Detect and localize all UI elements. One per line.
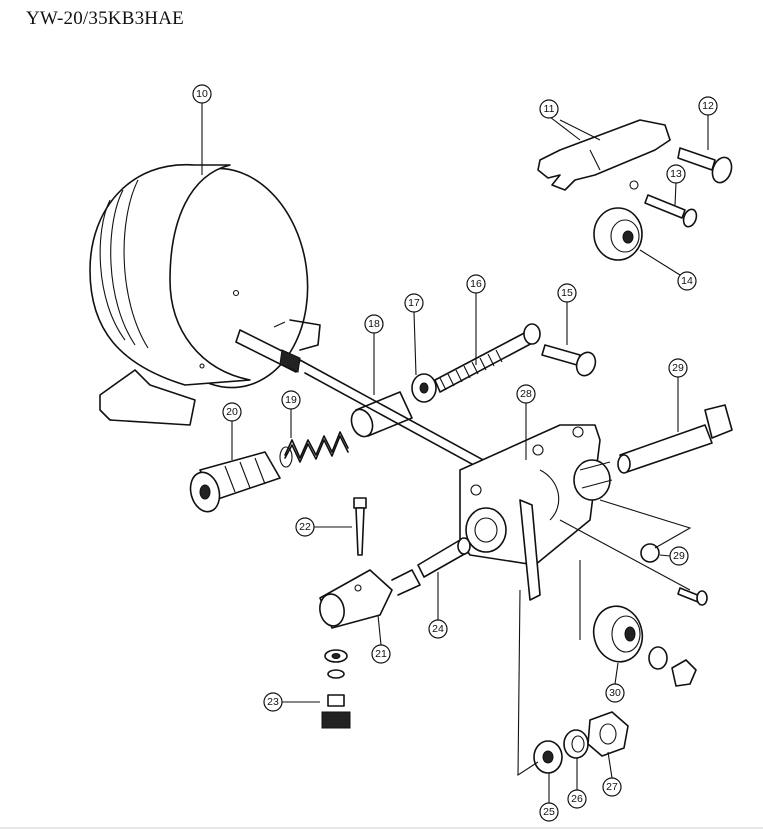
svg-text:21: 21 [375,648,387,660]
svg-text:12: 12 [702,100,714,112]
callout-28: 28 [516,384,536,404]
svg-text:24: 24 [432,623,444,635]
part-sleeve-18 [350,391,413,438]
callout-leaders [201,103,709,803]
callout-22: 22 [295,517,315,537]
part-bracket-28 [459,424,613,601]
svg-text:20: 20 [226,406,238,418]
callout-19: 19 [281,390,301,410]
part-screw-15 [541,344,597,377]
part-screw-12 [677,147,733,184]
part-stud-16 [434,323,541,393]
callout-17: 17 [404,293,424,313]
svg-text:15: 15 [561,287,573,299]
part-bolt-29 [617,404,733,474]
svg-text:23: 23 [267,696,279,708]
svg-text:18: 18 [368,318,380,330]
part-clamp-21 [319,569,421,629]
svg-text:22: 22 [299,521,311,533]
callout-29-lower: 29 [669,546,689,566]
svg-text:30: 30 [609,687,621,699]
callout-21: 21 [371,644,391,664]
svg-text:10: 10 [196,88,208,100]
svg-text:16: 16 [470,278,482,290]
callout-13: 13 [666,164,686,184]
part-washer-17 [411,373,437,403]
callout-15: 15 [557,283,577,303]
callout-14: 14 [677,271,697,291]
part-nut-27 [587,711,629,757]
svg-text:13: 13 [670,168,682,180]
part-clip-26 [563,729,589,759]
part-clip-29 [559,499,708,606]
part-pulley-14 [593,207,643,261]
diagram-title: YW-20/35KB3HAE [26,8,184,29]
callout-26: 26 [567,789,587,809]
part-fork-arm [537,119,671,191]
part-screw-13 [644,194,698,228]
svg-text:27: 27 [606,781,618,793]
callout-20: 20 [222,402,242,422]
callout-11: 11 [539,99,559,119]
part-drum-housing [89,163,321,426]
callout-24: 24 [428,619,448,639]
svg-text:14: 14 [681,275,693,287]
callout-30: 30 [605,683,625,703]
callout-10: 10 [192,84,212,104]
svg-text:17: 17 [408,297,420,309]
part-spring-19 [279,431,349,468]
svg-text:25: 25 [543,806,555,818]
svg-text:29: 29 [672,362,684,374]
callout-12: 12 [698,96,718,116]
callout-29-upper: 29 [668,358,688,378]
part-knob-20 [189,451,281,513]
svg-text:26: 26 [571,793,583,805]
part-pulley-30 [592,605,697,687]
svg-text:28: 28 [520,388,532,400]
part-screw-22 [353,497,367,556]
part-washer-25 [533,740,563,774]
svg-text:29: 29 [673,550,685,562]
callout-18: 18 [364,314,384,334]
callout-27: 27 [602,777,622,797]
part-washers-23 [321,649,351,729]
assembly-leader-bottom [517,589,539,777]
callout-25: 25 [539,802,559,822]
svg-text:19: 19 [285,394,297,406]
part-pin-24 [417,537,471,578]
callout-23: 23 [263,692,283,712]
svg-text:11: 11 [544,103,555,115]
callout-16: 16 [466,274,486,294]
